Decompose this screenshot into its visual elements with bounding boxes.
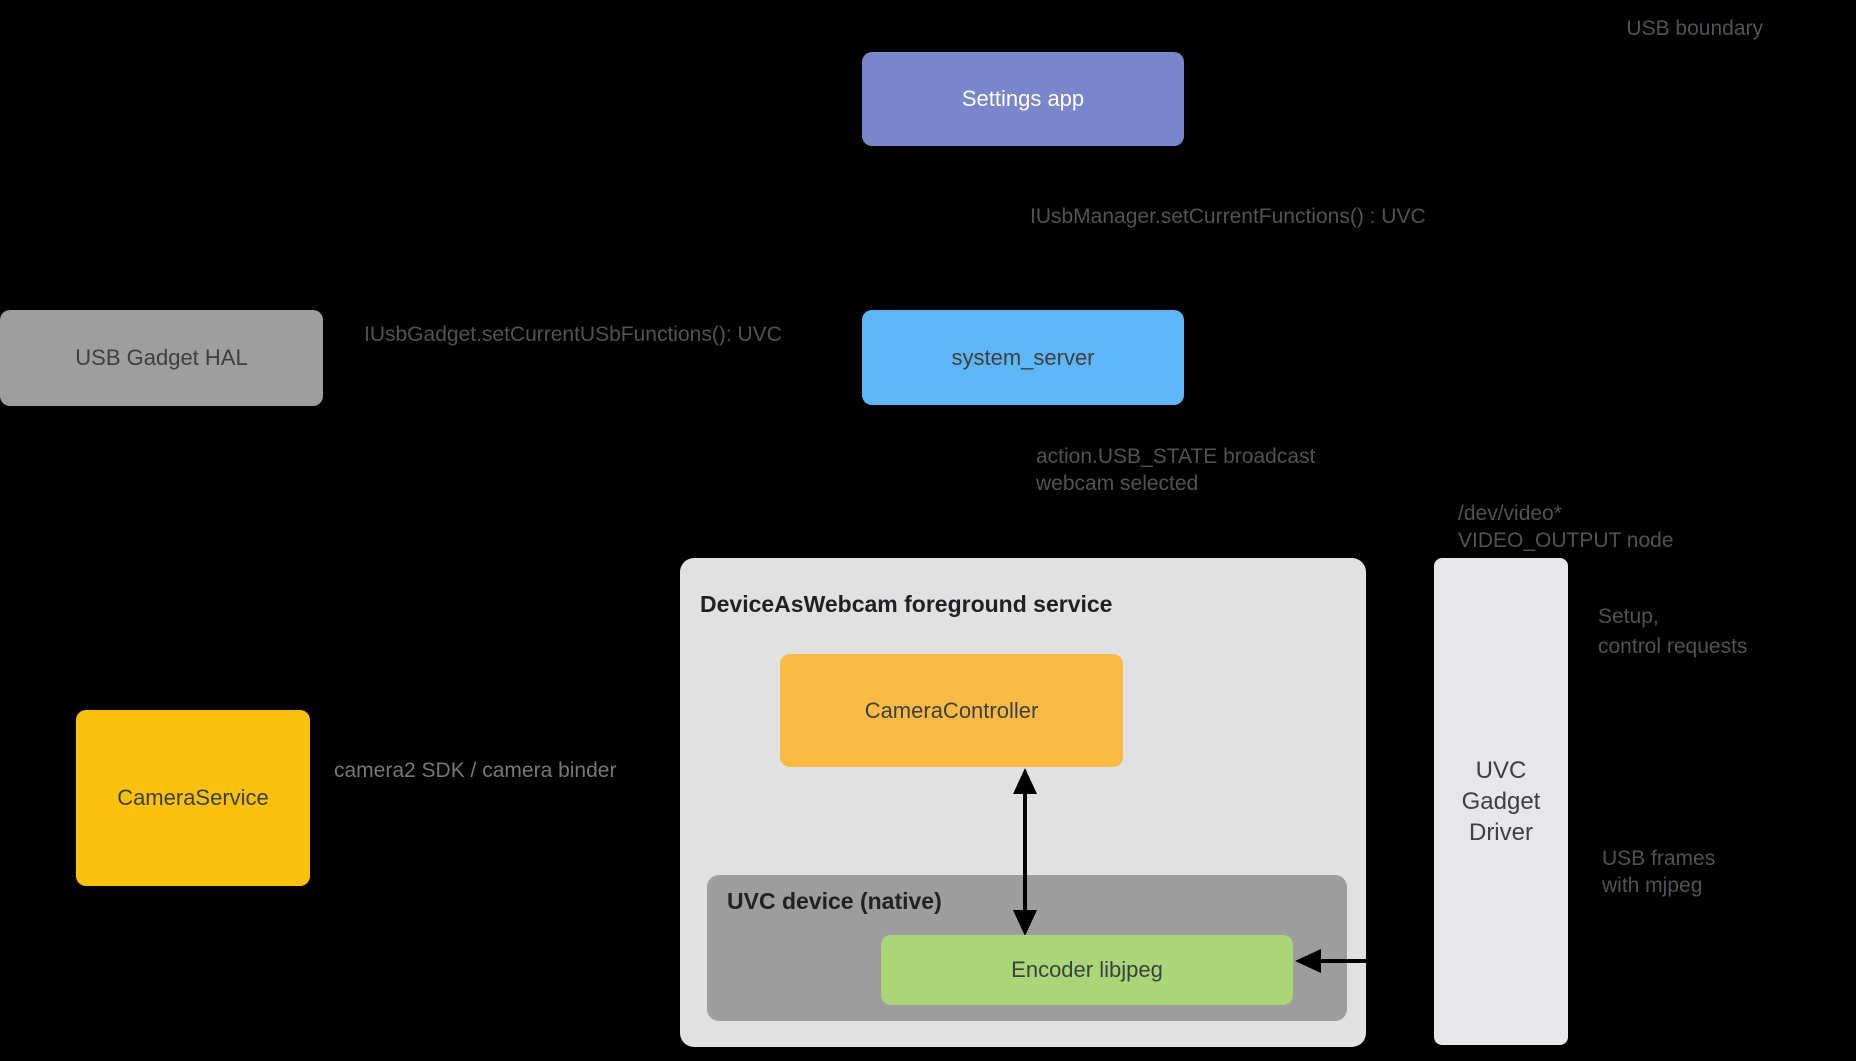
usb-gadget-hal-label: USB Gadget HAL [75, 345, 248, 370]
usb-boundary-label: USB boundary [1626, 17, 1763, 40]
uvc-gadget-driver-label: UVC Gadget Driver [1461, 757, 1541, 846]
node-usb-gadget-hal: USB Gadget HAL [0, 310, 323, 406]
camera2-sdk-label: camera2 SDK / camera binder [334, 759, 617, 782]
foreground-service-title: DeviceAsWebcam foreground service [700, 591, 1113, 617]
camera-buffers-arrowhead-down [1013, 910, 1037, 936]
encoder-libjpeg-label: Encoder libjpeg [1011, 957, 1163, 982]
settings-app-label: Settings app [961, 86, 1085, 111]
node-settings-app: Settings app [862, 52, 1184, 146]
system-server-label: system_server [951, 344, 1095, 370]
hal-to-system-connector [318, 355, 864, 358]
node-system-server: system_server [862, 310, 1184, 405]
usb-frames-arrowhead-left [1295, 949, 1321, 973]
iusbmanager-call-label: IUsbManager.setCurrentFunctions() : UVC [1030, 205, 1426, 228]
camera-buffers-arrowhead-up [1013, 768, 1037, 794]
camera-buffers-arrow-line [1023, 792, 1027, 912]
setup-control-requests-label: Setup, control requests [1598, 605, 1748, 658]
node-camera-controller: CameraController [780, 654, 1123, 767]
camera-service-label: CameraService [117, 785, 269, 810]
dev-video-node-label: /dev/video* VIDEO_OUTPUT node [1458, 502, 1674, 552]
settings-to-system-connector [1021, 140, 1024, 314]
uvc-device-native-title: UVC device (native) [727, 888, 942, 914]
usb-frames-mjpeg-label: USB frames with mjpeg [1602, 847, 1716, 897]
usb-frames-arrow-line [1319, 959, 1434, 963]
node-camera-service: CameraService [76, 710, 310, 886]
camera-controller-label: CameraController [864, 697, 1039, 723]
system-to-service-connector [1021, 401, 1024, 560]
node-uvc-gadget-driver: UVC Gadget Driver [1434, 558, 1568, 1045]
iusbgadget-call-label: IUsbGadget.setCurrentUSbFunctions(): UVC [364, 323, 782, 346]
node-encoder-libjpeg: Encoder libjpeg [881, 935, 1293, 1005]
usb-state-broadcast-label: action.USB_STATE broadcast webcam select… [1036, 445, 1316, 495]
